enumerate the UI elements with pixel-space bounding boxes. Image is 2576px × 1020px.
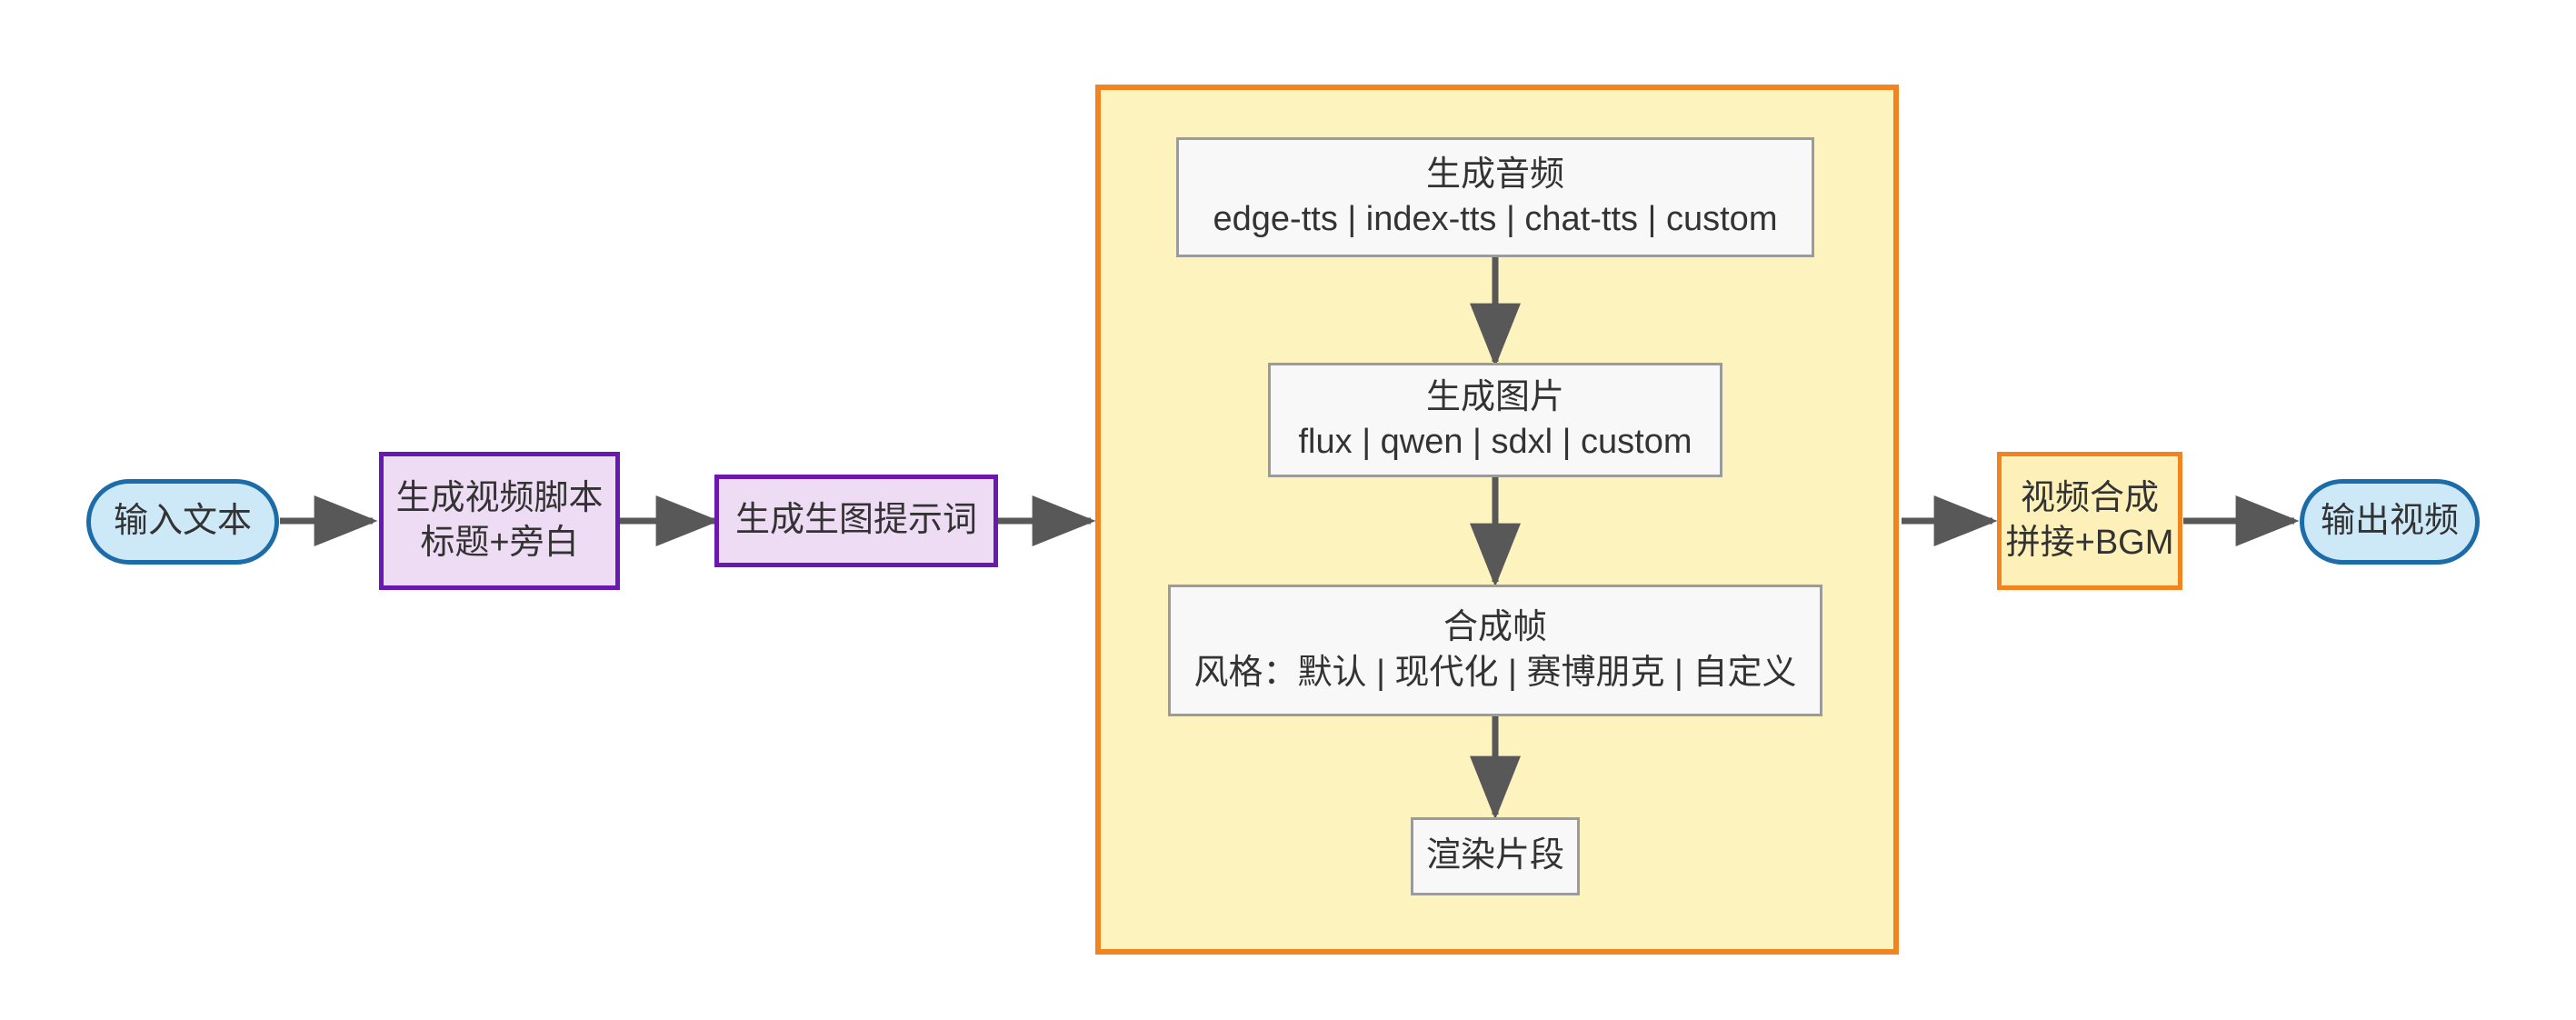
node-generate-audio[interactable]: 生成音频 edge-tts | index-tts | chat-tts | c… — [1176, 137, 1814, 257]
node-generate-image[interactable]: 生成图片 flux | qwen | sdxl | custom — [1268, 363, 1722, 477]
node-generate-script-line1: 生成视频脚本 — [395, 478, 604, 517]
node-input-text[interactable]: 输入文本 — [86, 479, 279, 565]
node-generate-script[interactable]: 生成视频脚本 标题+旁白 — [379, 452, 620, 590]
node-video-compose-line1: 视频合成 — [2020, 478, 2159, 517]
node-generate-prompt-label: 生成生图提示词 — [734, 501, 977, 540]
node-generate-audio-line2: edge-tts | index-tts | chat-tts | custom — [1213, 200, 1778, 238]
node-output-video-label: 输出视频 — [2320, 502, 2459, 541]
node-generate-audio-line1: 生成音频 — [1425, 155, 1564, 194]
node-compose-frame-line1: 合成帧 — [1443, 608, 1547, 647]
node-video-compose[interactable]: 视频合成 拼接+BGM — [1997, 452, 2182, 590]
node-compose-frame-line2: 风格：默认 | 现代化 | 赛博朋克 | 自定义 — [1193, 653, 1797, 692]
node-output-video[interactable]: 输出视频 — [2300, 479, 2480, 565]
node-video-compose-line2: 拼接+BGM — [2005, 524, 2174, 562]
node-generate-image-line2: flux | qwen | sdxl | custom — [1298, 423, 1692, 461]
node-compose-frame[interactable]: 合成帧 风格：默认 | 现代化 | 赛博朋克 | 自定义 — [1168, 585, 1822, 716]
node-generate-script-line2: 标题+旁白 — [420, 524, 579, 562]
node-generate-prompt[interactable]: 生成生图提示词 — [714, 475, 998, 567]
node-render-clip-label: 渲染片段 — [1425, 836, 1564, 875]
node-render-clip[interactable]: 渲染片段 — [1411, 817, 1580, 895]
node-generate-image-line1: 生成图片 — [1425, 377, 1564, 416]
node-input-text-label: 输入文本 — [113, 502, 252, 541]
